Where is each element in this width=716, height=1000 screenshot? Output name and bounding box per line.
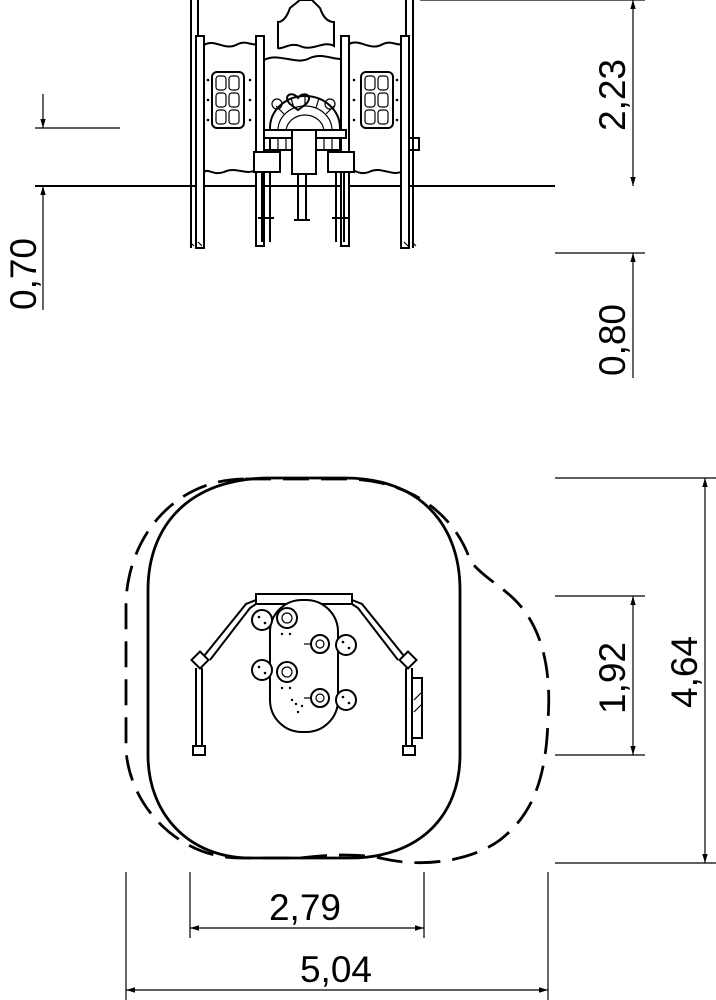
dimension-height-2-23: 2,23 — [420, 0, 645, 186]
dimension-label-equipment-width: 2,79 — [269, 887, 341, 928]
dimension-label-total-depth: 4,64 — [664, 636, 705, 708]
safety-surface — [146, 476, 462, 860]
fall-zone-dashed — [124, 477, 551, 865]
dimension-label-equipment-depth: 1,92 — [592, 642, 633, 714]
dimension-equipment-width-2-79: 2,79 — [189, 872, 425, 938]
dimension-label-total-width: 5,04 — [300, 949, 372, 990]
dimension-total-depth-4-64: 4,64 — [555, 477, 716, 864]
dimension-offset-0-70: 0,70 — [3, 94, 120, 310]
dimension-depth-0-80: 0,80 — [555, 252, 645, 378]
side-panels — [203, 41, 420, 175]
dimension-label-depth: 0,80 — [592, 304, 633, 376]
dimension-label-offset: 0,70 — [3, 238, 44, 310]
equipment-plan — [190, 593, 423, 756]
dimension-equipment-depth-1-92: 1,92 — [555, 595, 645, 756]
plan-view: 4,64 1,92 2,79 5,04 — [124, 476, 716, 1000]
outer-posts — [189, 0, 417, 249]
elevation-view: 2,23 0,70 0,80 — [3, 0, 645, 378]
dimension-label-height: 2,23 — [592, 59, 633, 131]
dimension-total-width-5-04: 5,04 — [125, 872, 549, 1000]
central-facade — [253, 0, 355, 247]
